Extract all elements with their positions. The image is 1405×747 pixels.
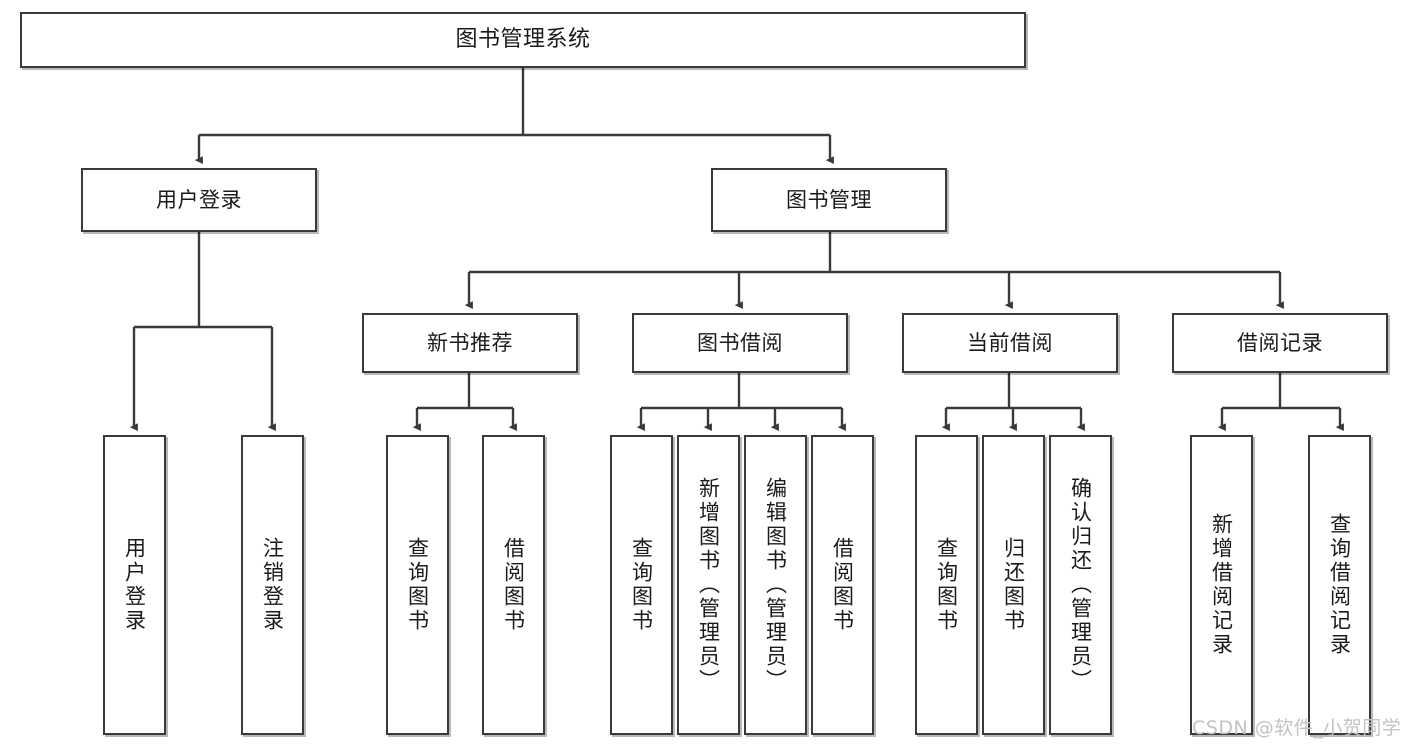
leaf-borrow-book[interactable]: 借阅图书 xyxy=(811,435,874,735)
node-label: 图书管理 xyxy=(786,187,872,212)
node-label: 新增借阅记录 xyxy=(1209,513,1234,657)
node-label: 新书推荐 xyxy=(427,330,513,355)
node-label: 用户登录 xyxy=(122,537,147,633)
leaf-logout[interactable]: 注销登录 xyxy=(241,435,304,735)
node-label: 借阅图书 xyxy=(830,537,855,633)
node-book-borrow[interactable]: 图书借阅 xyxy=(632,313,848,373)
leaf-add-borrow-record[interactable]: 新增借阅记录 xyxy=(1190,435,1253,735)
node-label: 新增图书（管理员） xyxy=(696,477,721,693)
node-label: 查询借阅记录 xyxy=(1327,513,1352,657)
leaf-query-book-recommend[interactable]: 查询图书 xyxy=(386,435,449,735)
leaf-confirm-return-admin[interactable]: 确认归还（管理员） xyxy=(1049,435,1112,735)
node-new-book-recommend[interactable]: 新书推荐 xyxy=(362,313,578,373)
leaf-edit-book-admin[interactable]: 编辑图书（管理员） xyxy=(744,435,807,735)
leaf-add-book-admin[interactable]: 新增图书（管理员） xyxy=(677,435,740,735)
node-label: 注销登录 xyxy=(260,537,285,633)
node-root-book-management-system[interactable]: 图书管理系统 xyxy=(20,12,1026,68)
node-label: 借阅图书 xyxy=(501,537,526,633)
leaf-query-book[interactable]: 查询图书 xyxy=(610,435,673,735)
node-label: 借阅记录 xyxy=(1237,330,1323,355)
node-label: 当前借阅 xyxy=(967,330,1053,355)
node-label: 图书管理系统 xyxy=(455,27,591,53)
node-borrow-record[interactable]: 借阅记录 xyxy=(1172,313,1388,373)
node-current-borrow[interactable]: 当前借阅 xyxy=(902,313,1118,373)
node-label: 编辑图书（管理员） xyxy=(763,477,788,693)
leaf-user-login[interactable]: 用户登录 xyxy=(103,435,166,735)
node-user-login[interactable]: 用户登录 xyxy=(81,168,317,232)
node-label: 查询图书 xyxy=(405,537,430,633)
leaf-borrow-book-recommend[interactable]: 借阅图书 xyxy=(482,435,545,735)
node-label: 用户登录 xyxy=(156,187,242,212)
leaf-query-borrow-record[interactable]: 查询借阅记录 xyxy=(1308,435,1371,735)
node-label: 归还图书 xyxy=(1001,537,1026,633)
node-label: 查询图书 xyxy=(629,537,654,633)
node-label: 确认归还（管理员） xyxy=(1068,477,1093,693)
node-label: 查询图书 xyxy=(934,537,959,633)
csdn-watermark: CSDN @软件_小贺同学 xyxy=(1192,717,1402,739)
node-label: 图书借阅 xyxy=(697,330,783,355)
node-book-management[interactable]: 图书管理 xyxy=(711,168,947,232)
leaf-return-book[interactable]: 归还图书 xyxy=(982,435,1045,735)
leaf-query-book-current[interactable]: 查询图书 xyxy=(915,435,978,735)
